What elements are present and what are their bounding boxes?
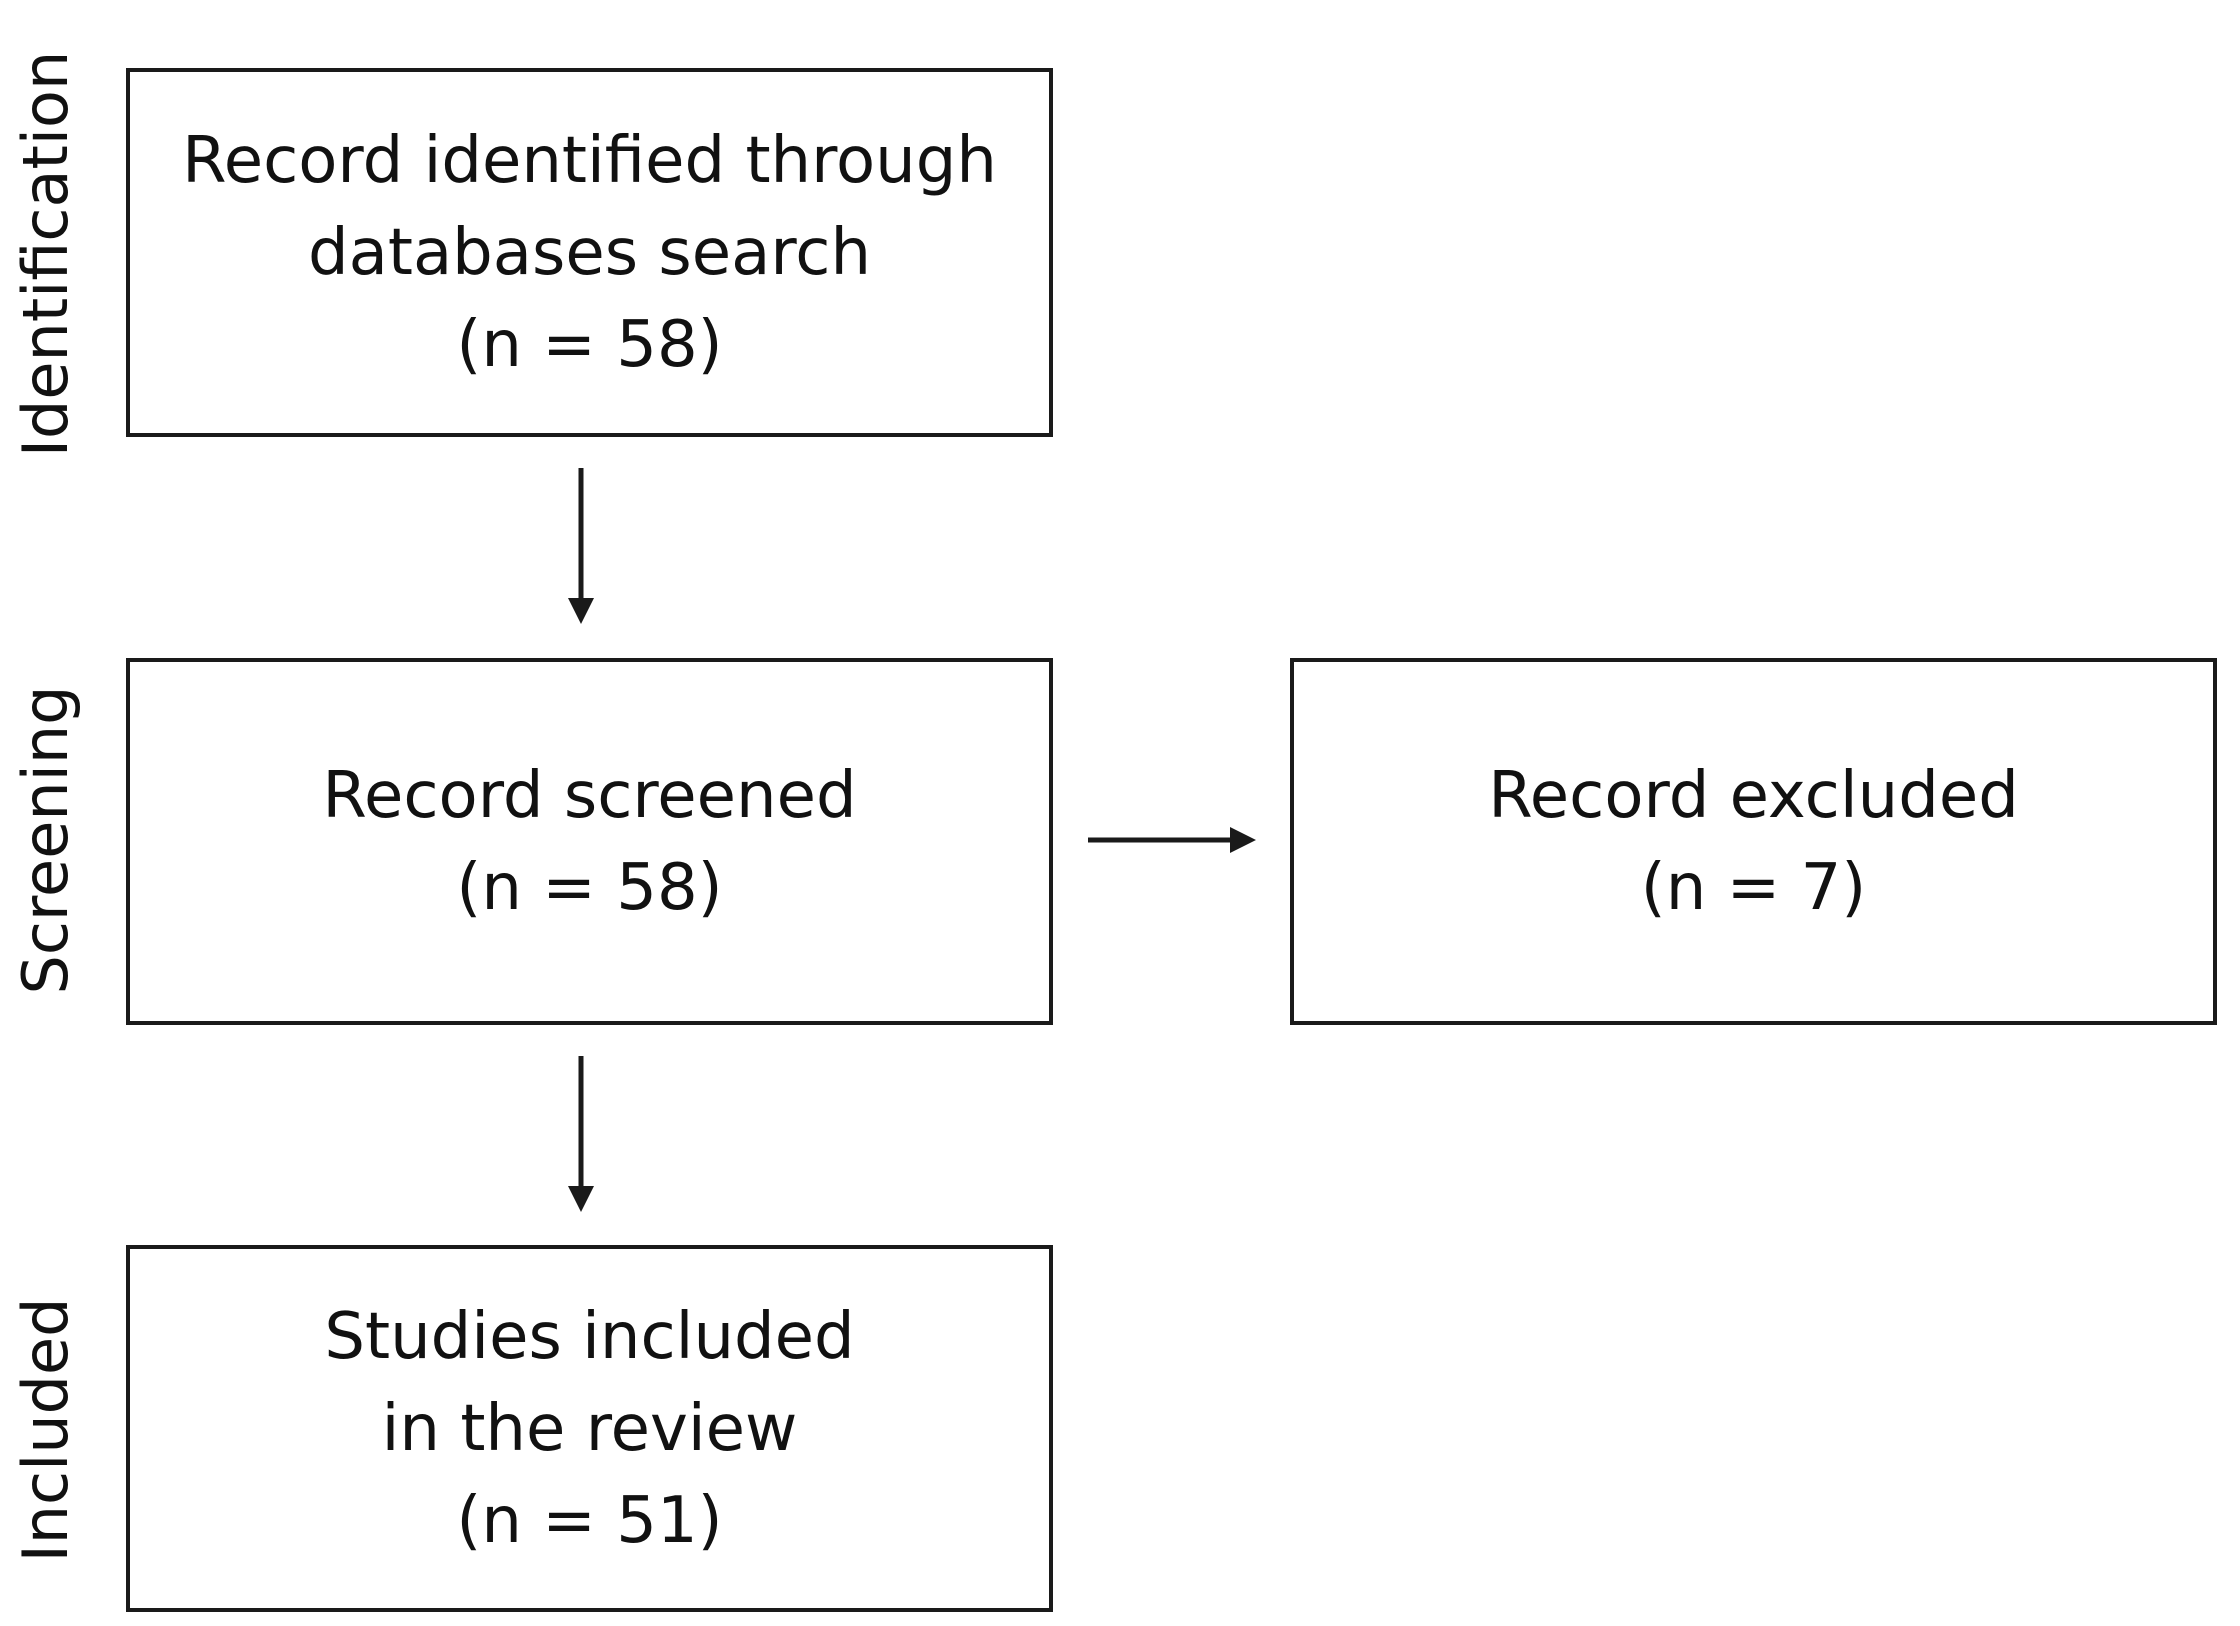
stage-label-screening-text: Screening: [9, 685, 82, 995]
records-identified-line-2: databases search: [308, 215, 871, 290]
records-excluded-box: Record excluded (n = 7): [1290, 658, 2217, 1025]
records-excluded-count: (n = 7): [1640, 850, 1867, 925]
records-identified-line-1: Record identified through: [182, 123, 997, 198]
stage-label-identification-text: Identification: [9, 50, 82, 458]
records-screened-box: Record screened (n = 58): [126, 658, 1053, 1025]
studies-included-line-2: in the review: [381, 1391, 798, 1466]
studies-included-count: (n = 51): [456, 1483, 723, 1558]
studies-included-box: Studies included in the review (n = 51): [126, 1245, 1053, 1612]
studies-included-line-1: Studies included: [324, 1299, 855, 1374]
records-identified-count: (n = 58): [456, 307, 723, 382]
arrow-screening-to-included: [568, 1056, 594, 1212]
arrow-screening-to-excluded: [1088, 827, 1256, 853]
records-excluded-line-1: Record excluded: [1488, 758, 2019, 833]
records-screened-count: (n = 58): [456, 850, 723, 925]
stage-label-included-text: Included: [9, 1297, 82, 1563]
arrow-identification-to-screening: [568, 468, 594, 624]
records-identified-box: Record identified through databases sear…: [126, 68, 1053, 437]
records-screened-line-1: Record screened: [322, 758, 857, 833]
